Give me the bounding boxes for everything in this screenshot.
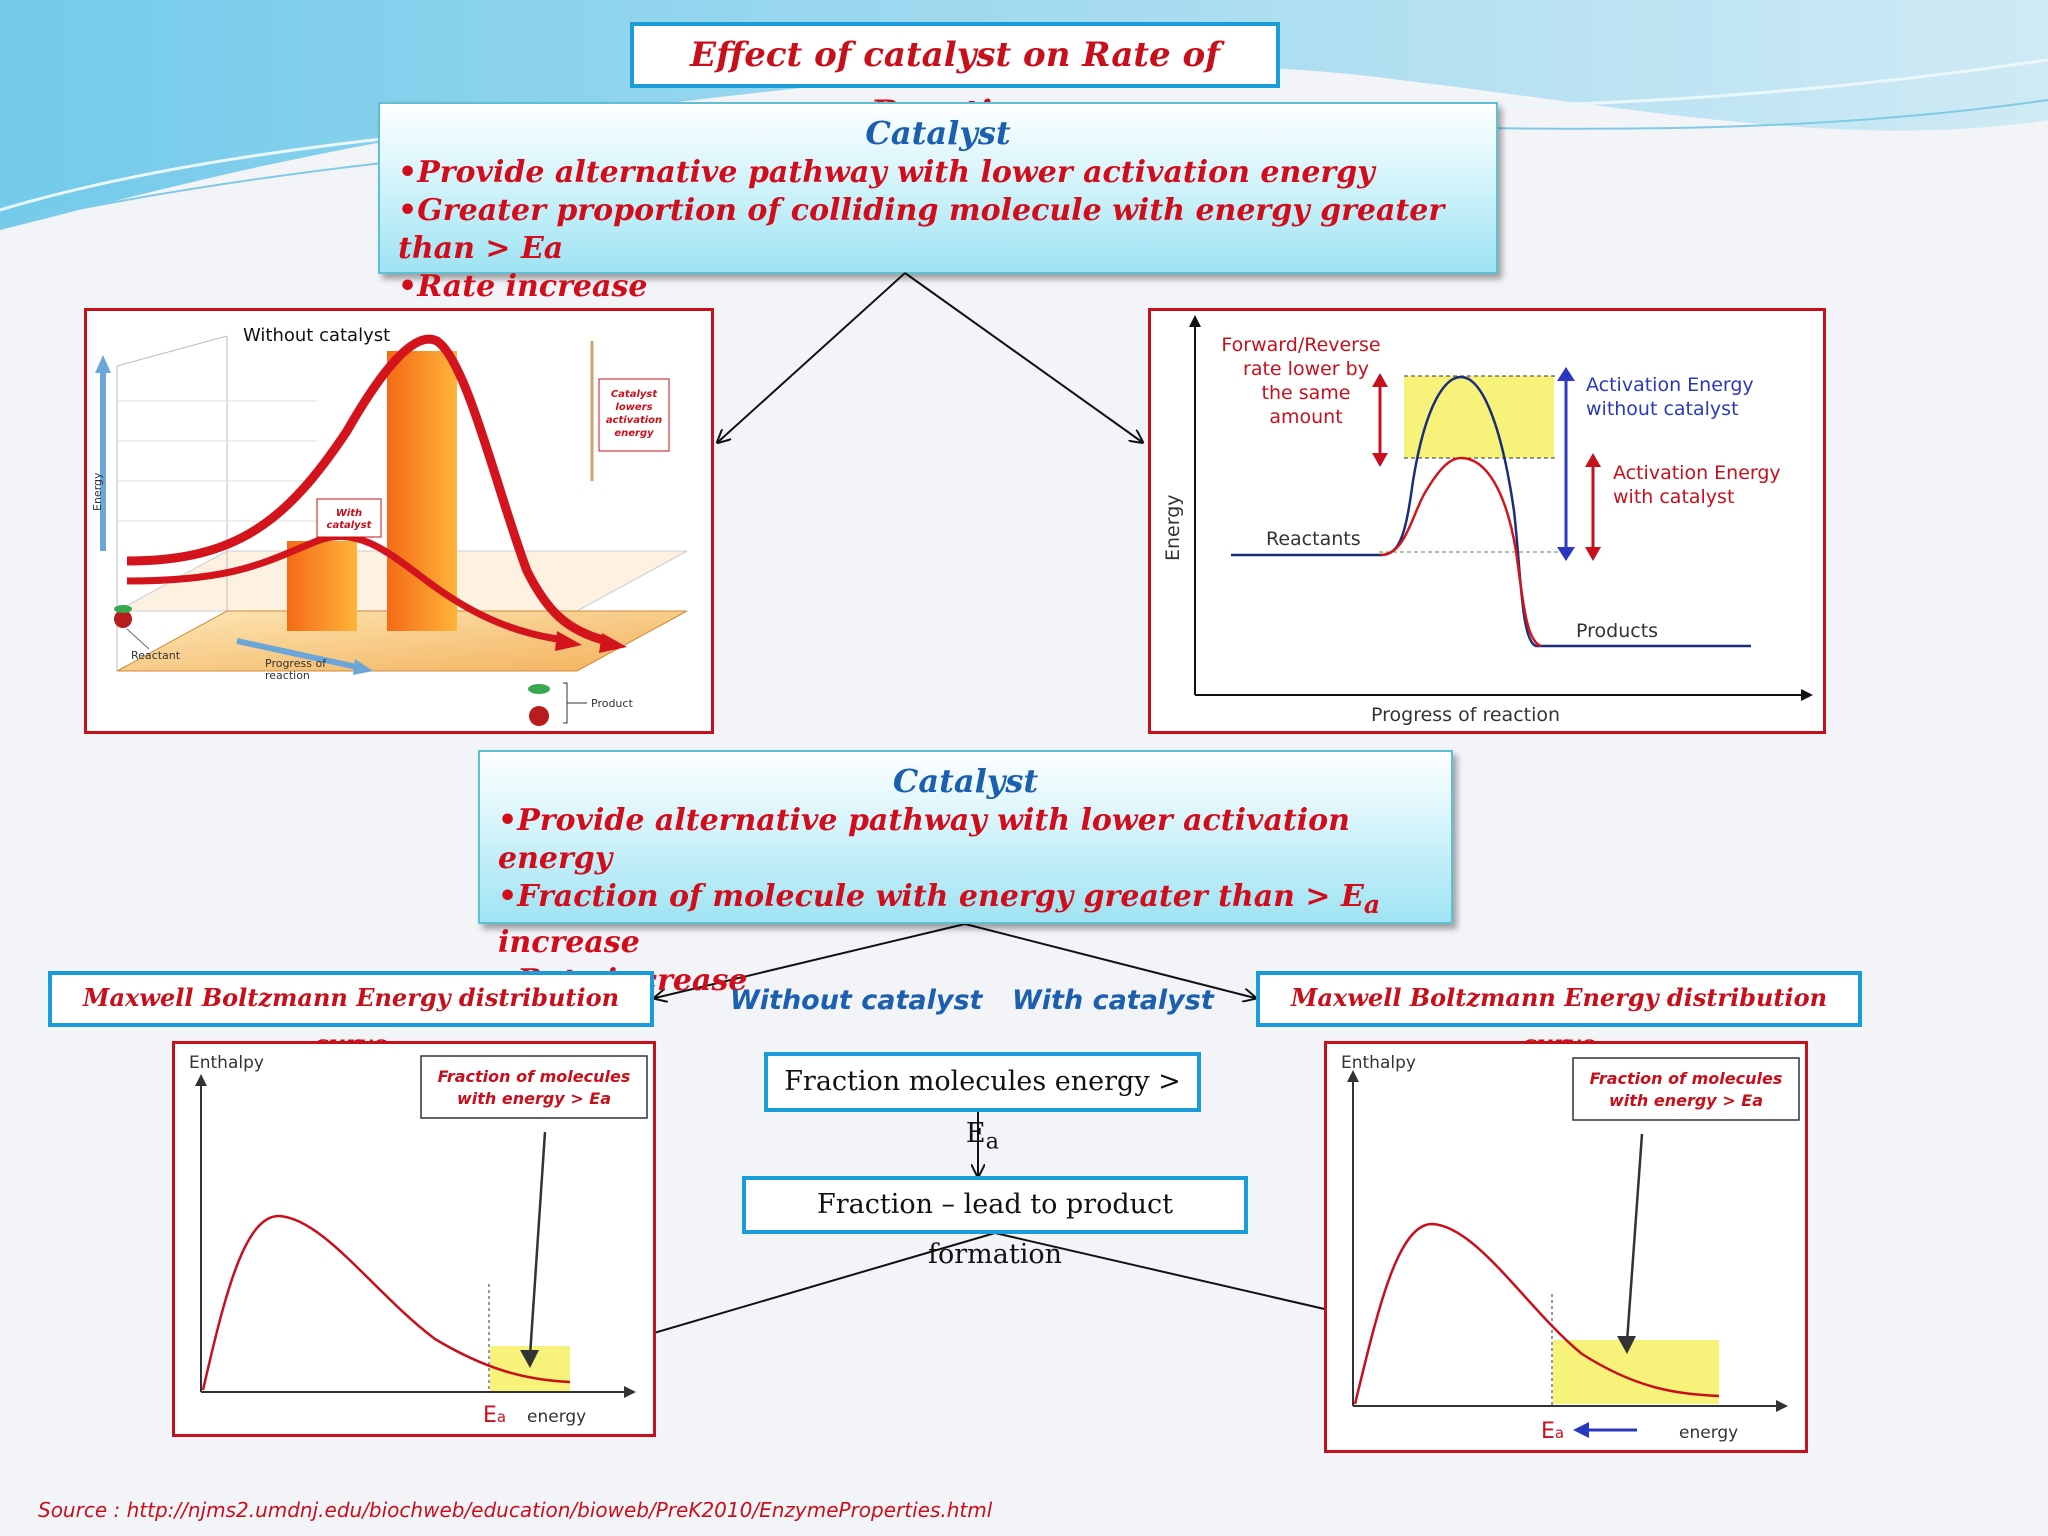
mb-label-right: Maxwell Boltzmann Energy distribution cu…: [1256, 971, 1862, 1058]
uncatalysed-path: [126, 334, 609, 646]
activation-barrier-short: [287, 541, 357, 631]
y-label-enthalpy-right: Enthalpy: [1341, 1053, 1416, 1073]
source-citation: Source : http://njms2.umdnj.edu/biochweb…: [38, 1498, 993, 1522]
bullet-alt-pathway-2: Provide alternative pathway with lower a…: [498, 802, 1451, 878]
slide-title: Effect of catalyst on Rate of Reaction: [630, 22, 1280, 133]
catalyst-heading-2: Catalyst: [892, 762, 1039, 800]
axis-x-label: Progress of reaction: [1371, 704, 1560, 726]
mb-label-left: Maxwell Boltzmann Energy distribution cu…: [48, 971, 654, 1058]
label-products: Products: [1576, 620, 1658, 642]
bullet-alt-pathway: Provide alternative pathway with lower a…: [398, 154, 1496, 192]
label-with-catalyst-mid: With catalyst: [1012, 985, 1214, 1016]
label-reactant: Reactant: [131, 649, 181, 662]
bullet-greater-proportion: Greater proportion of colliding molecule…: [398, 192, 1496, 268]
catalysed-path: [126, 533, 558, 643]
ea-label-right: Ea: [1541, 1419, 1564, 1444]
axis-y-label: Energy: [1162, 494, 1184, 561]
flow-box-product-formation: Fraction – lead to product formation: [742, 1176, 1248, 1270]
catalysed-curve: [1380, 456, 1542, 648]
catalyst-heading: Catalyst: [865, 114, 1011, 152]
catalyst-bullets: Provide alternative pathway with lower a…: [380, 154, 1496, 306]
activation-barrier-tall: [387, 351, 457, 631]
catalyst-summary-box: Catalyst Provide alternative pathway wit…: [378, 102, 1498, 304]
catalyst-fraction-box: Catalyst Provide alternative pathway wit…: [478, 750, 1453, 998]
label-reactants: Reactants: [1266, 528, 1361, 550]
axis-energy-label: Energy: [91, 472, 104, 511]
distribution-curve-left: [201, 1214, 571, 1391]
ea-label-left: Ea: [483, 1403, 506, 1428]
bullet-rate-increase: Rate increase: [398, 268, 1496, 306]
bullet-fraction-increase: Fraction of molecule with energy greater…: [498, 878, 1451, 962]
label-without-catalyst-mid: Without catalyst: [730, 985, 983, 1016]
y-label-enthalpy: Enthalpy: [189, 1053, 264, 1073]
x-label-energy-left: energy: [527, 1407, 586, 1427]
flow-box-fraction-energy: Fraction molecules energy > Ea: [764, 1052, 1201, 1154]
label-without-catalyst: Without catalyst: [243, 325, 390, 346]
distribution-curve-right: [1353, 1222, 1720, 1405]
label-product: Product: [591, 697, 633, 710]
x-label-energy-right: energy: [1679, 1423, 1738, 1443]
